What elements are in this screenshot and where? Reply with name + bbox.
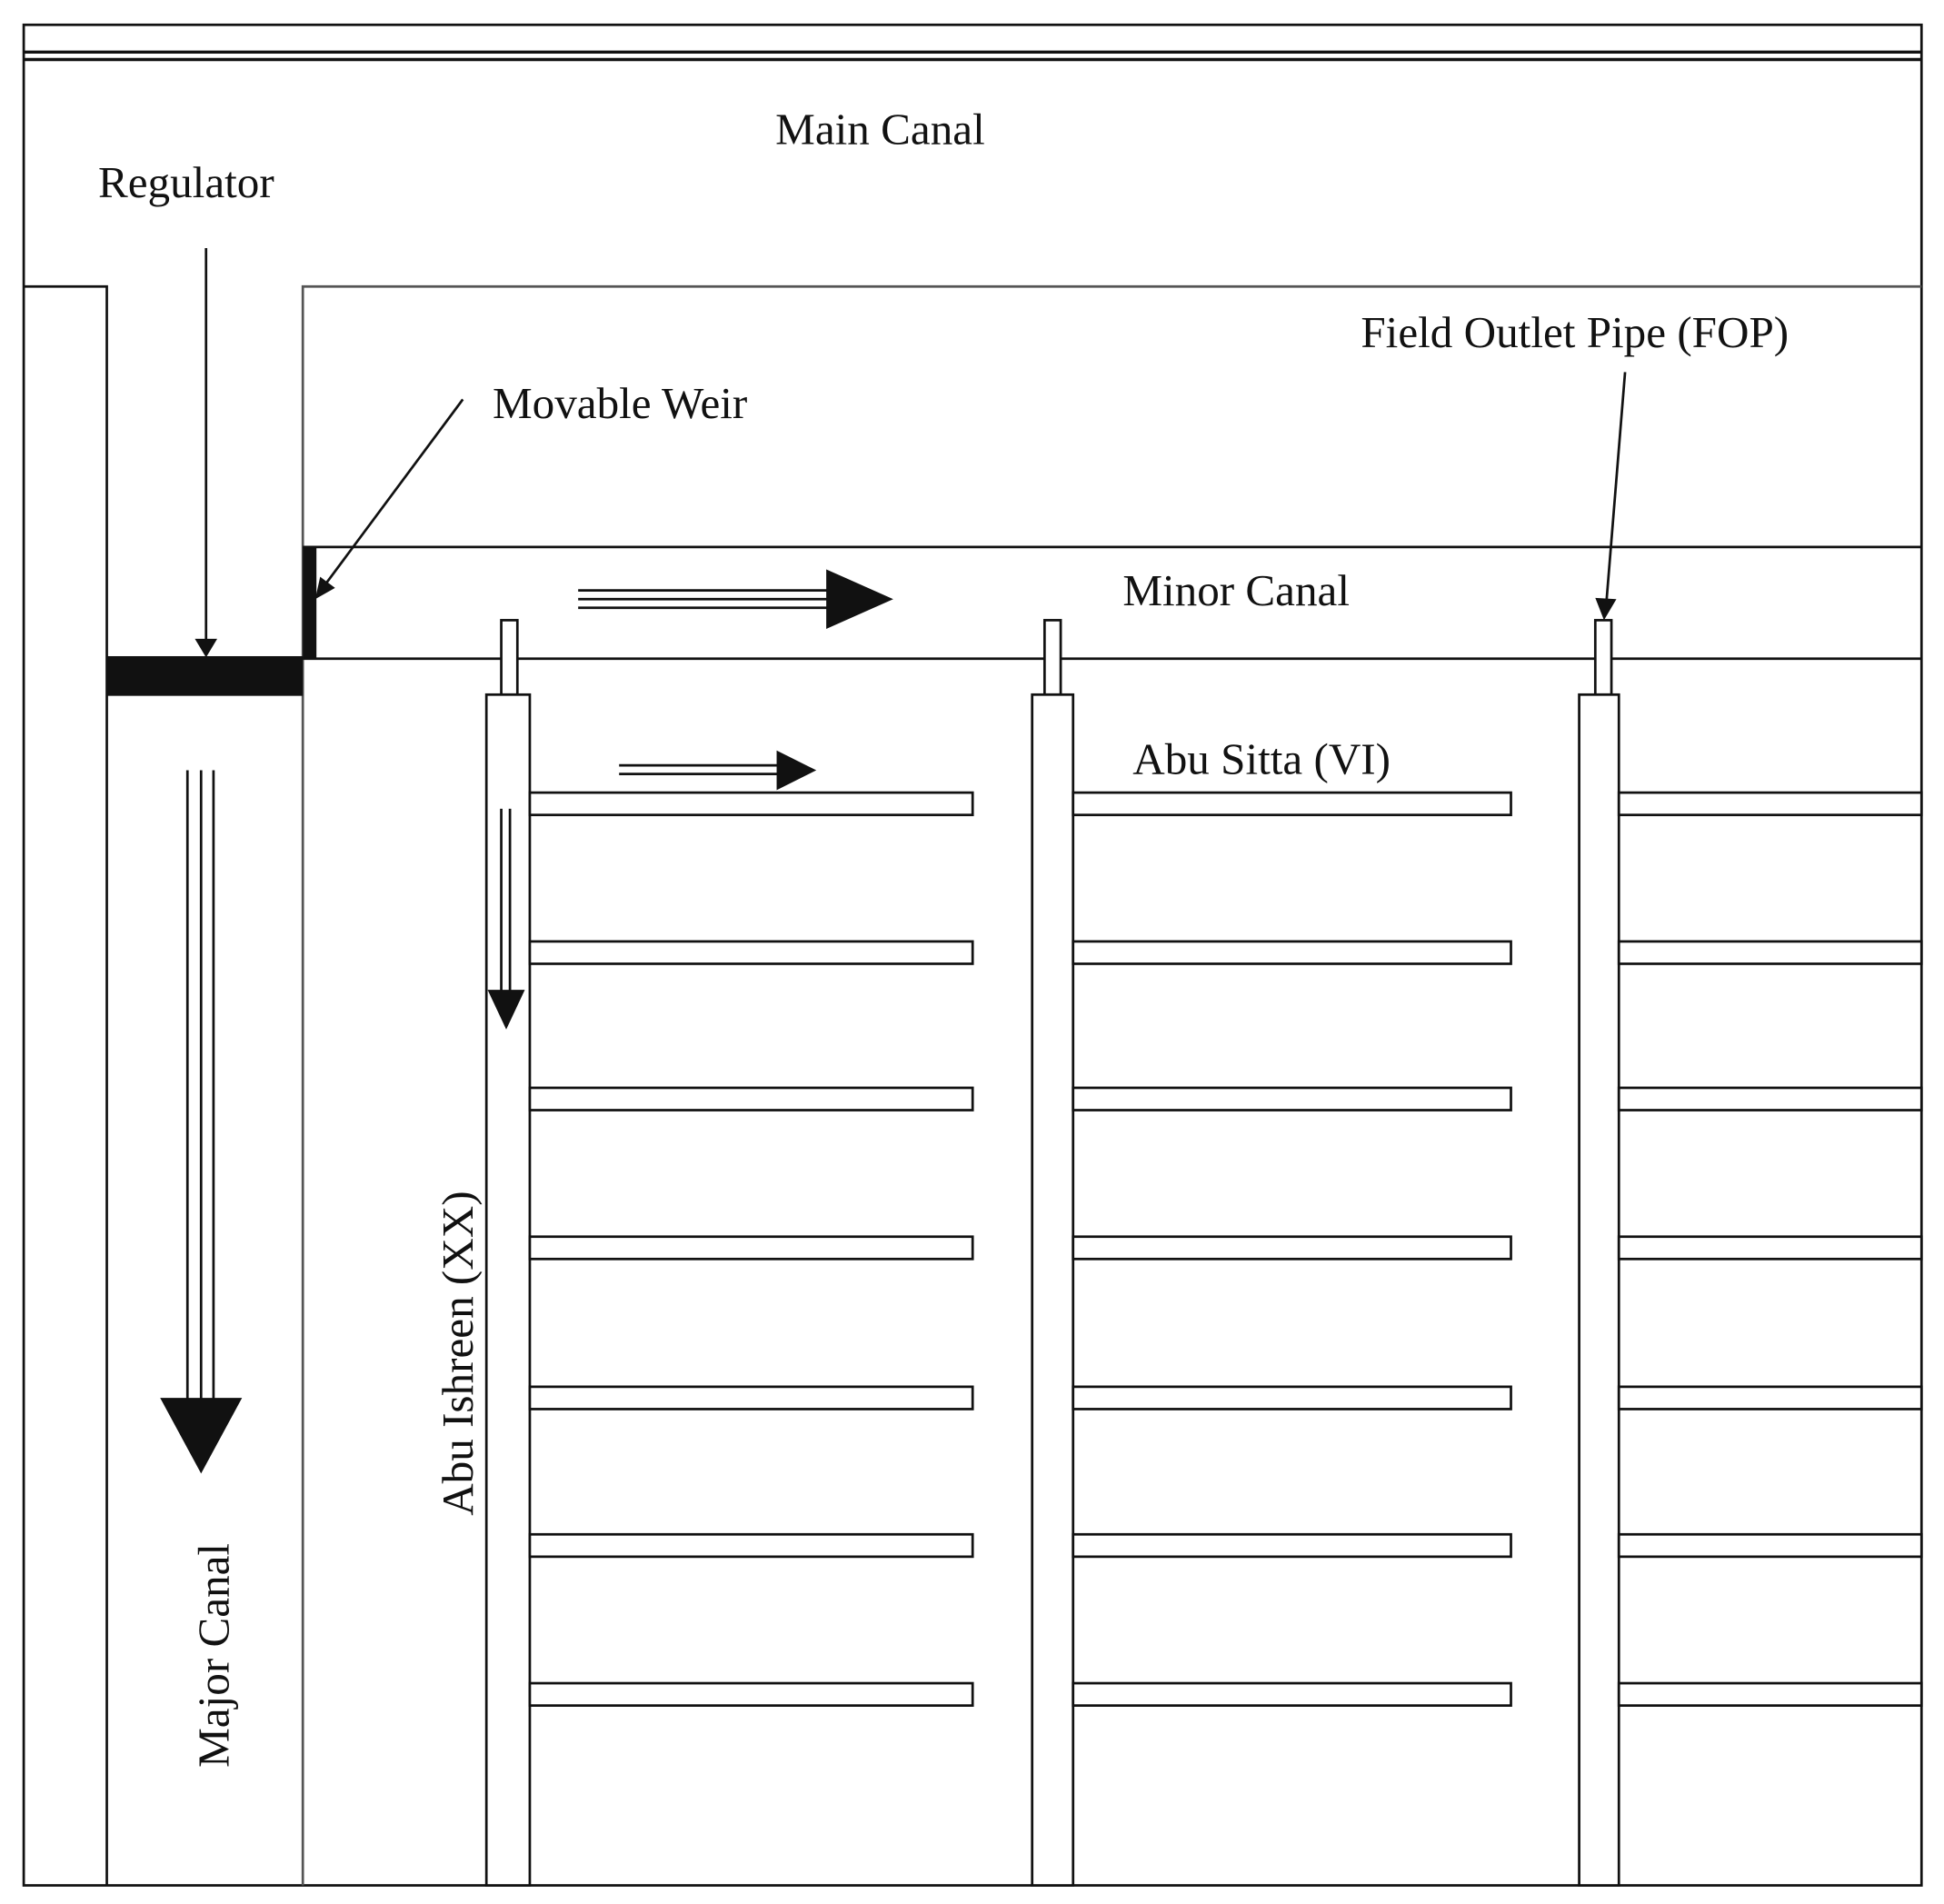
abu-ishreen-flow-arrow <box>487 808 525 1030</box>
field-ditch <box>1072 1681 1512 1707</box>
field-outlet-pipe <box>1042 619 1062 696</box>
movable-weir-label: Movable Weir <box>493 378 747 428</box>
field-ditch <box>1072 940 1512 965</box>
field-ditch <box>528 1681 974 1707</box>
field-ditch <box>1617 1532 1923 1559</box>
field-ditch <box>528 1385 974 1411</box>
minor-canal <box>303 545 1922 661</box>
minor-canal-label: Minor Canal <box>1122 565 1350 615</box>
abu-sitta-label: Abu Sitta (VI) <box>1132 734 1391 784</box>
mesqas <box>484 693 1620 1887</box>
field-ditch <box>1617 940 1923 965</box>
main-canal-label: Main Canal <box>775 104 985 154</box>
field-ditch <box>528 1086 974 1111</box>
field-ditches <box>528 791 1923 1707</box>
field-ditch <box>1072 791 1512 817</box>
field-ditch <box>528 791 974 817</box>
regulator-gate <box>106 655 304 696</box>
mesqa-flow-arrow <box>619 750 817 791</box>
movable-weir-pointer <box>314 398 464 600</box>
regulator-pointer <box>194 247 218 658</box>
field-ditch <box>1617 791 1923 817</box>
field-ditch <box>528 1532 974 1559</box>
field-ditch <box>1617 1235 1923 1261</box>
field-ditch <box>1072 1385 1512 1411</box>
mesqa-middle <box>1031 693 1075 1887</box>
field-ditch <box>528 940 974 965</box>
abu-ishreen-label: Abu Ishreen (XX) <box>433 1191 483 1515</box>
mesqa-abu-ishreen <box>484 693 532 1887</box>
movable-weir-gate <box>303 546 317 659</box>
main-canal <box>24 50 1922 62</box>
field-outlet-pipe <box>1593 619 1613 696</box>
major-canal-label: Major Canal <box>188 1543 238 1768</box>
major-canal <box>24 284 1922 1886</box>
field-ditch <box>1617 1086 1923 1111</box>
field-ditch <box>1072 1086 1512 1111</box>
field-ditch <box>1072 1532 1512 1559</box>
field-outlet-pipe <box>500 619 519 696</box>
minor-canal-flow-arrow <box>578 569 893 629</box>
major-canal-flow-arrow <box>160 770 243 1474</box>
field-ditch <box>528 1235 974 1261</box>
field-ditch <box>1072 1235 1512 1261</box>
fop-label: Field Outlet Pipe (FOP) <box>1361 307 1789 357</box>
regulator-label: Regulator <box>98 157 274 207</box>
field-ditch <box>1617 1681 1923 1707</box>
field-ditch <box>1617 1385 1923 1411</box>
mesqa-right <box>1578 693 1620 1887</box>
fop-pointer <box>1595 372 1627 621</box>
